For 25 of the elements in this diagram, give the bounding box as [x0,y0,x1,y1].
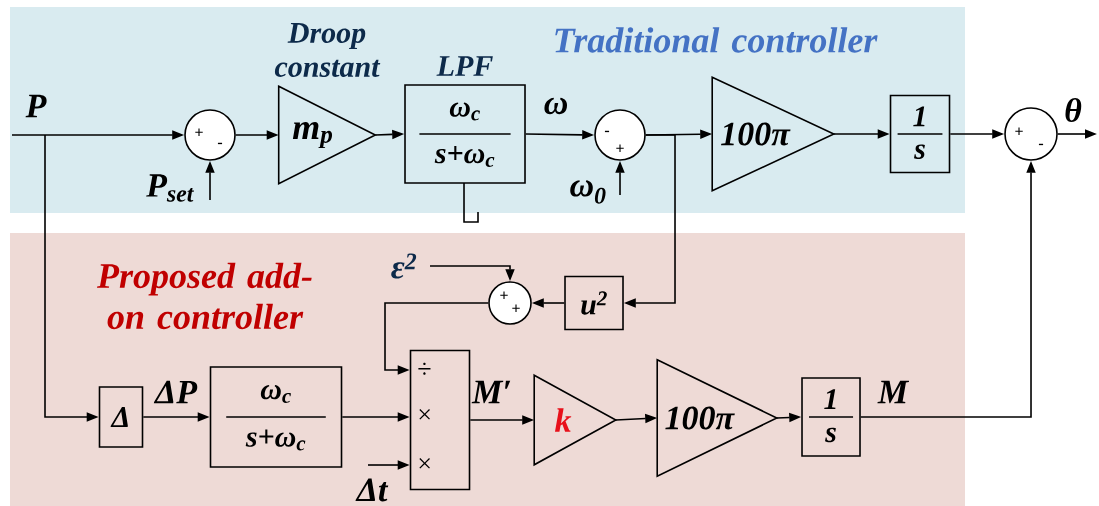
block-caption: Droop constant [274,23,381,77]
transfer-function-box: ω$_{c}$ s+ω$_{c}$ [209,366,343,468]
transfer-function-box: ω$_{c}$ s+ω$_{c}$ [404,84,526,184]
signal-label: ω$_{0}$ [570,180,606,204]
signal-label: M′ [471,380,511,404]
arrow [384,302,489,375]
signal-label: ΔP [153,380,198,404]
summing-junction: - + [594,109,646,161]
block-caption: LPF [436,56,493,76]
transfer-function-box: 1 s [801,377,861,457]
signal-label: ε$^{2}$ [391,253,417,279]
gain-triangle: 100π [656,358,779,478]
function-box: Δ [98,386,144,448]
summing-junction: + - [184,109,236,161]
signal-label: P$_{set}$ [146,174,194,202]
function-box: u$^{2}$ [564,275,624,331]
summing-junction: + + [488,281,532,325]
multiplier-box: ÷ × × [409,349,471,491]
signal-label: M [877,380,910,404]
transfer-function-box: 1 s [889,94,951,174]
signal-label: θ [1065,97,1082,123]
summing-junction: + - [1004,107,1058,161]
signal-label: Δt [355,478,389,502]
signal-label: ω [544,97,567,115]
signal-label: P [25,94,47,118]
